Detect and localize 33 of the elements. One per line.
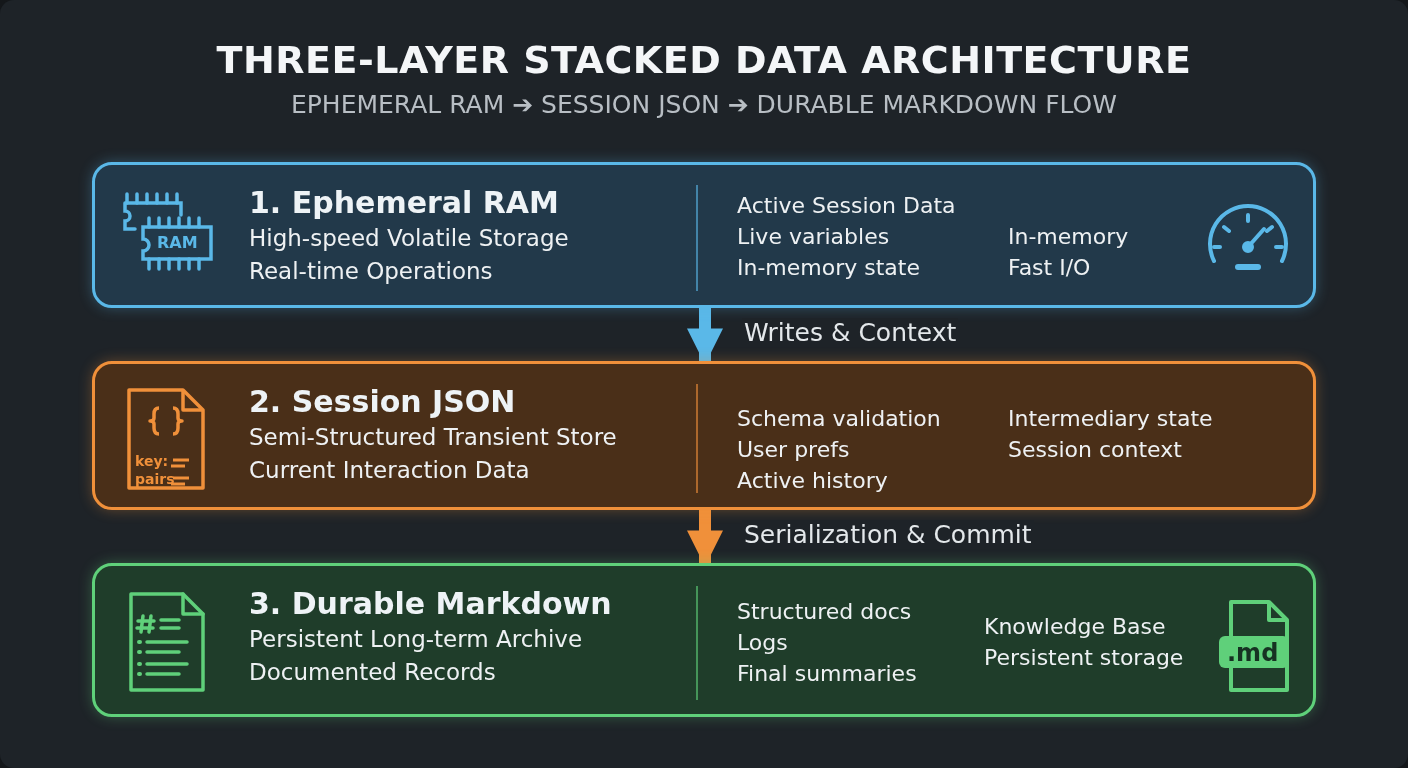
feature-text: Persistent storage — [984, 645, 1184, 670]
layer-box — [92, 563, 1316, 717]
feature-text: Live variables — [737, 224, 890, 249]
feature-text: In-memory — [1008, 224, 1129, 249]
feature-text: Schema validation — [737, 406, 941, 431]
icon-label: RAM — [157, 235, 198, 251]
feature-text: Structured docs — [737, 599, 912, 624]
layer-box — [92, 361, 1316, 510]
layer-description: High-speed Volatile Storage — [249, 225, 569, 251]
feature-text: Fast I/O — [1008, 255, 1091, 280]
icon-label: .md — [1227, 641, 1279, 665]
icon-label: pairs — [135, 472, 175, 486]
feature-text: Knowledge Base — [984, 614, 1166, 639]
layer-title: 1. Ephemeral RAM — [249, 185, 559, 220]
feature-text: Final summaries — [737, 661, 917, 686]
diagram-subtitle: EPHEMERAL RAM ➔ SESSION JSON ➔ DURABLE MARKDOWN FLOW — [290, 90, 1118, 119]
layer-title: 2. Session JSON — [249, 384, 516, 419]
layer-description: Real-time Operations — [249, 258, 493, 284]
layer-description: Documented Records — [249, 659, 496, 685]
feature-text: Active Session Data — [737, 193, 956, 218]
layer-description: Semi-Structured Transient Store — [249, 424, 617, 450]
feature-text: In-memory state — [737, 255, 920, 280]
feature-text: Intermediary state — [1008, 406, 1213, 431]
icon-label: key: — [135, 454, 169, 468]
layer-description: Persistent Long-term Archive — [249, 626, 583, 652]
feature-text: Logs — [737, 630, 788, 655]
feature-text: User prefs — [737, 437, 850, 462]
layer-box — [92, 162, 1316, 308]
feature-text: Session context — [1008, 437, 1182, 462]
layer-title: 3. Durable Markdown — [249, 586, 612, 621]
layer-description: Current Interaction Data — [249, 457, 530, 483]
feature-text: Active history — [737, 468, 888, 493]
diagram-title: THREE-LAYER STACKED DATA ARCHITECTURE — [215, 38, 1193, 82]
